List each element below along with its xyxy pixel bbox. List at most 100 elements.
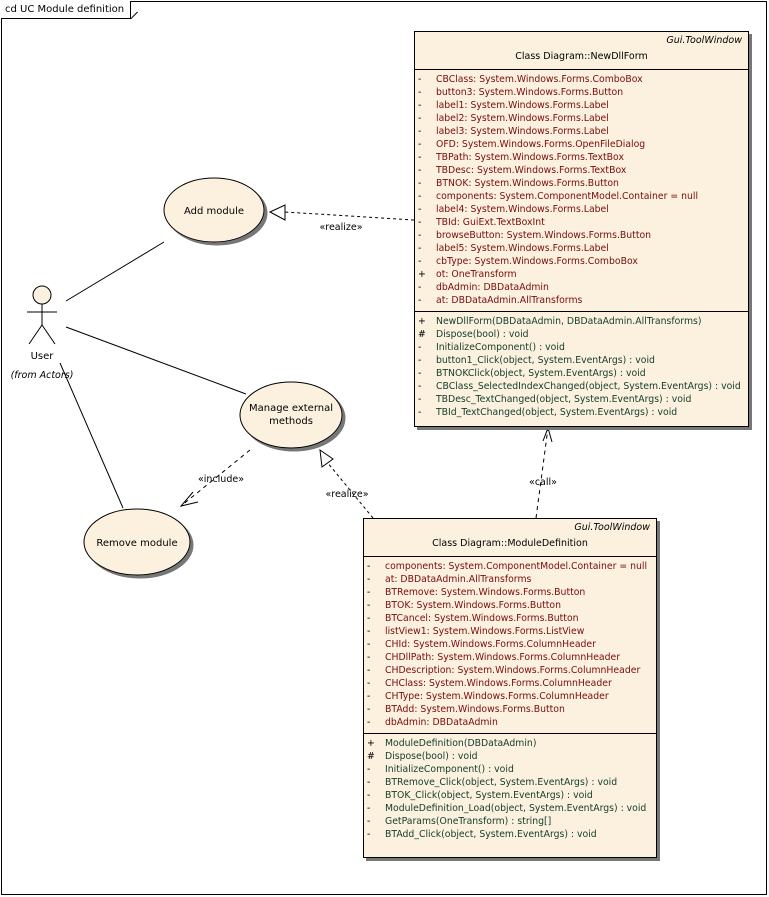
class-operation: -BTRemove_Click(object, System.EventArgs… [364, 776, 656, 789]
use-case-manage-label-line1: Manage external [249, 403, 333, 414]
attribute-text: TBId: GuiExt.TextBoxInt [436, 217, 545, 228]
use-case-manage-label-line2: methods [269, 416, 313, 427]
attribute-text: dbAdmin: DBDataAdmin [436, 282, 549, 293]
attribute-text: CHType: System.Windows.Forms.ColumnHeade… [385, 691, 609, 702]
attribute-text: cbType: System.Windows.Forms.ComboBox [436, 256, 638, 267]
visibility-marker: - [367, 803, 371, 814]
attribute-text: label1: System.Windows.Forms.Label [436, 100, 609, 111]
attribute-text: OFD: System.Windows.Forms.OpenFileDialog [436, 139, 646, 150]
class-attribute: -TBId: GuiExt.TextBoxInt [415, 216, 748, 229]
visibility-marker: - [418, 191, 422, 202]
actor-user[interactable] [27, 285, 57, 345]
visibility-marker: - [367, 574, 371, 585]
visibility-marker: - [418, 282, 422, 293]
visibility-marker: - [418, 243, 422, 254]
class-attribute: - OFD: System.Windows.Forms.OpenFileDialo… [415, 138, 748, 151]
class-attribute: -at: DBDataAdmin.AllTransforms [415, 294, 748, 307]
operation-text: TBId_TextChanged(object, System.EventArg… [436, 407, 678, 418]
class-name: Class Diagram::NewDllForm [515, 51, 648, 62]
attribute-text: BTCancel: System.Windows.Forms.Button [385, 613, 579, 624]
class-header: Gui.ToolWindow Class Diagram::ModuleDefi… [364, 519, 656, 557]
attribute-text: BTOK: System.Windows.Forms.Button [385, 600, 561, 611]
visibility-marker: - [418, 381, 422, 392]
include-manage-remove [179, 449, 251, 507]
use-case-manage-external-methods[interactable] [239, 381, 343, 449]
attribute-text: CHDllPath: System.Windows.Forms.ColumnHe… [385, 652, 621, 663]
visibility-marker: + [418, 269, 426, 280]
attribute-text: components: System.ComponentModel.Contai… [436, 191, 699, 202]
class-attribute: - TBDesc: System.Windows.Forms.TextBox [415, 164, 748, 177]
visibility-marker: - [418, 295, 422, 306]
realize-top-label: «realize» [319, 222, 362, 233]
visibility-marker: - [367, 613, 371, 624]
attribute-text: TBDesc: System.Windows.Forms.TextBox [436, 165, 627, 176]
call-moduledef-newdll [535, 426, 553, 519]
class-attribute: -CHId: System.Windows.Forms.ColumnHeader [364, 638, 656, 651]
class-operation: -BTNOKClick(object, System.EventArgs) : … [415, 367, 748, 380]
operation-text: ModuleDefinition(DBDataAdmin) [385, 738, 537, 749]
use-case-remove-module[interactable] [83, 508, 191, 576]
attribute-text: browseButton: System.Windows.Forms.Butto… [436, 230, 652, 241]
visibility-marker: - [418, 230, 422, 241]
include-label: «include» [198, 474, 244, 485]
class-attribute: -dbAdmin: DBDataAdmin [364, 716, 656, 729]
class-operation: -ModuleDefinition_Load(object, System.Ev… [364, 802, 656, 815]
class-attribute: -CBClass: System.Windows.Forms.ComboBox [415, 73, 748, 86]
visibility-marker: - [418, 165, 422, 176]
class-attribute: - BTOK: System.Windows.Forms.Button [364, 599, 656, 612]
attribute-text: BTNOK: System.Windows.Forms.Button [436, 178, 619, 189]
class-attribute: -CHDllPath: System.Windows.Forms.ColumnH… [364, 651, 656, 664]
visibility-marker: - [367, 777, 371, 788]
visibility-marker: - [418, 139, 422, 150]
visibility-marker: # [367, 751, 375, 762]
class-attribute: -listView1: System.Windows.Forms.ListVie… [364, 625, 656, 638]
visibility-marker: - [418, 178, 422, 189]
operation-text: Dispose(bool) : void [436, 329, 529, 340]
visibility-marker: # [418, 329, 426, 340]
visibility-marker: + [418, 316, 426, 327]
realize-moduledef-manage [319, 448, 374, 519]
use-case-add-module[interactable] [163, 177, 265, 243]
visibility-marker: + [367, 738, 375, 749]
visibility-marker: - [367, 678, 371, 689]
visibility-marker: - [367, 600, 371, 611]
realize-bottom-label: «realize» [325, 489, 368, 500]
class-operations: +ModuleDefinition(DBDataAdmin)#Dispose(b… [364, 734, 656, 845]
class-operation: -BTAdd_Click(object, System.EventArgs) :… [364, 828, 656, 841]
class-attribute: -label2: System.Windows.Forms.Label [415, 112, 748, 125]
class-operation: -BTOK_Click(object, System.EventArgs) : … [364, 789, 656, 802]
class-attribute: -label3: System.Windows.Forms.Label [415, 125, 748, 138]
visibility-marker: - [418, 355, 422, 366]
class-operation: -CBClass_SelectedIndexChanged(object, Sy… [415, 380, 748, 393]
class-attribute: - label1: System.Windows.Forms.Label [415, 99, 748, 112]
attribute-text: dbAdmin: DBDataAdmin [385, 717, 498, 728]
class-attribute: - browseButton: System.Windows.Forms.Butt… [415, 229, 748, 242]
class-moduledefinition[interactable]: Gui.ToolWindow Class Diagram::ModuleDefi… [363, 518, 657, 858]
visibility-marker: - [367, 816, 371, 827]
attribute-text: ot: OneTransform [436, 269, 517, 280]
class-attribute: - at: DBDataAdmin.AllTransforms [364, 573, 656, 586]
class-attribute: -CHClass: System.Windows.Forms.ColumnHea… [364, 677, 656, 690]
use-case-add-module-label: Add module [184, 206, 244, 217]
visibility-marker: - [367, 639, 371, 650]
class-attribute: -label4: System.Windows.Forms.Label [415, 203, 748, 216]
operation-text: button1_Click(object, System.EventArgs) … [436, 355, 655, 366]
class-attribute: - components: System.ComponentModel.Conta… [415, 190, 748, 203]
class-operation: # Dispose(bool) : void [415, 328, 748, 341]
class-operation: -InitializeComponent() : void [415, 341, 748, 354]
visibility-marker: - [418, 100, 422, 111]
operation-text: NewDllForm(DBDataAdmin, DBDataAdmin.AllT… [436, 316, 702, 327]
class-attributes: -CBClass: System.Windows.Forms.ComboBox-… [415, 70, 748, 312]
class-attribute: -BTAdd: System.Windows.Forms.Button [364, 703, 656, 716]
class-attribute: -button3: System.Windows.Forms.Button [415, 86, 748, 99]
class-attribute: -components: System.ComponentModel.Conta… [364, 560, 656, 573]
attribute-text: button3: System.Windows.Forms.Button [436, 87, 624, 98]
class-operation: -GetParams(OneTransform) : string[] [364, 815, 656, 828]
attribute-text: at: DBDataAdmin.AllTransforms [385, 574, 532, 585]
class-attribute: -cbType: System.Windows.Forms.ComboBox [415, 255, 748, 268]
class-newdllform[interactable]: Gui.ToolWindow Class Diagram::NewDllForm… [414, 31, 749, 427]
call-label: «call» [529, 477, 557, 488]
operation-text: BTOK_Click(object, System.EventArgs) : v… [385, 790, 593, 801]
